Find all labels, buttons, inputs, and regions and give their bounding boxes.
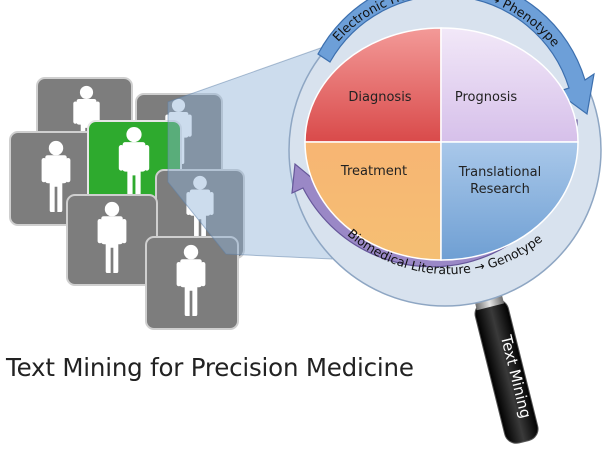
quadrant-prognosis bbox=[440, 27, 579, 143]
translational-label: Translational bbox=[458, 165, 541, 180]
quadrant-treatment bbox=[304, 141, 442, 261]
patient-tile bbox=[66, 194, 158, 286]
research-label: Research bbox=[470, 182, 530, 197]
prognosis-label: Prognosis bbox=[455, 90, 517, 105]
quadrant-diagnosis bbox=[304, 27, 442, 143]
diagnosis-label: Diagnosis bbox=[348, 90, 411, 105]
treatment-label: Treatment bbox=[340, 164, 407, 179]
patient-tiles bbox=[9, 77, 245, 330]
quadrant-translational-research bbox=[440, 141, 579, 261]
patient-tile bbox=[145, 236, 239, 330]
circular-arrow-icon bbox=[317, 0, 595, 116]
magnifier-beam bbox=[167, 43, 333, 260]
page-caption: Text Mining for Precision Medicine bbox=[6, 353, 414, 382]
